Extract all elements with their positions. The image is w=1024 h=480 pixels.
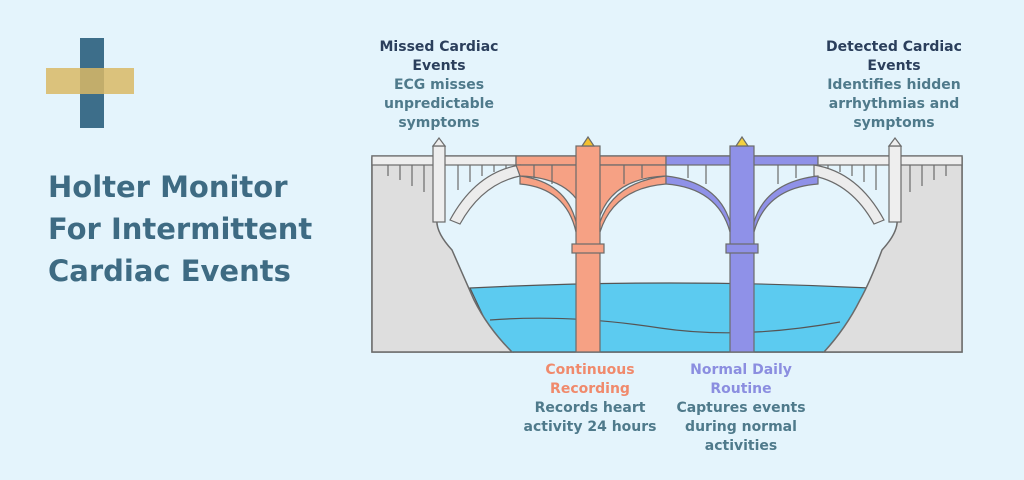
routine-pillar-band — [725, 243, 759, 254]
span-railing-posts — [533, 165, 797, 184]
routine-body: Captures events during normal activities — [676, 400, 806, 454]
title-line-1: Holter Monitor — [48, 170, 288, 204]
logo-horizontal-bar — [46, 68, 134, 94]
detected-cardiac-events-callout: Detected Cardiac Events Identifies hidde… — [818, 38, 970, 133]
continuous-body: Records heart activity 24 hours — [523, 400, 657, 435]
continuous-inner-arch-right — [599, 175, 667, 233]
detected-body: Identifies hidden arrhythmias and sympto… — [827, 77, 961, 131]
continuous-heading: Continuous Recording — [545, 362, 635, 397]
right-railing-posts — [827, 165, 947, 192]
left-lamp-post — [431, 137, 447, 223]
missed-body: ECG misses unpredictable symptoms — [384, 77, 494, 131]
normal-daily-routine-callout: Normal Daily Routine Captures events dur… — [670, 361, 812, 456]
continuous-pillar-cap — [580, 135, 596, 147]
missed-cardiac-events-callout: Missed Cardiac Events ECG misses unpredi… — [368, 38, 510, 133]
page-title: Holter Monitor For Intermittent Cardiac … — [48, 166, 312, 292]
continuous-pillar-band — [571, 243, 605, 254]
routine-inner-arch-right — [753, 175, 819, 233]
continuous-recording-callout: Continuous Recording Records heart activ… — [520, 361, 660, 437]
river-water — [469, 282, 871, 353]
routine-inner-arch-left — [665, 175, 731, 233]
routine-pillar-cap — [734, 135, 750, 147]
river-wave-line — [489, 317, 841, 334]
title-line-2: For Intermittent — [48, 212, 313, 246]
left-railing-posts — [387, 165, 507, 192]
right-lamp-post — [887, 137, 903, 223]
detected-heading: Detected Cardiac Events — [826, 39, 962, 74]
missed-heading: Missed Cardiac Events — [379, 39, 499, 74]
bridge-diagram — [371, 135, 963, 353]
title-line-3: Cardiac Events — [48, 254, 291, 288]
routine-heading: Normal Daily Routine — [690, 362, 792, 397]
medical-cross-logo — [46, 38, 134, 128]
continuous-inner-arch-left — [519, 175, 577, 233]
